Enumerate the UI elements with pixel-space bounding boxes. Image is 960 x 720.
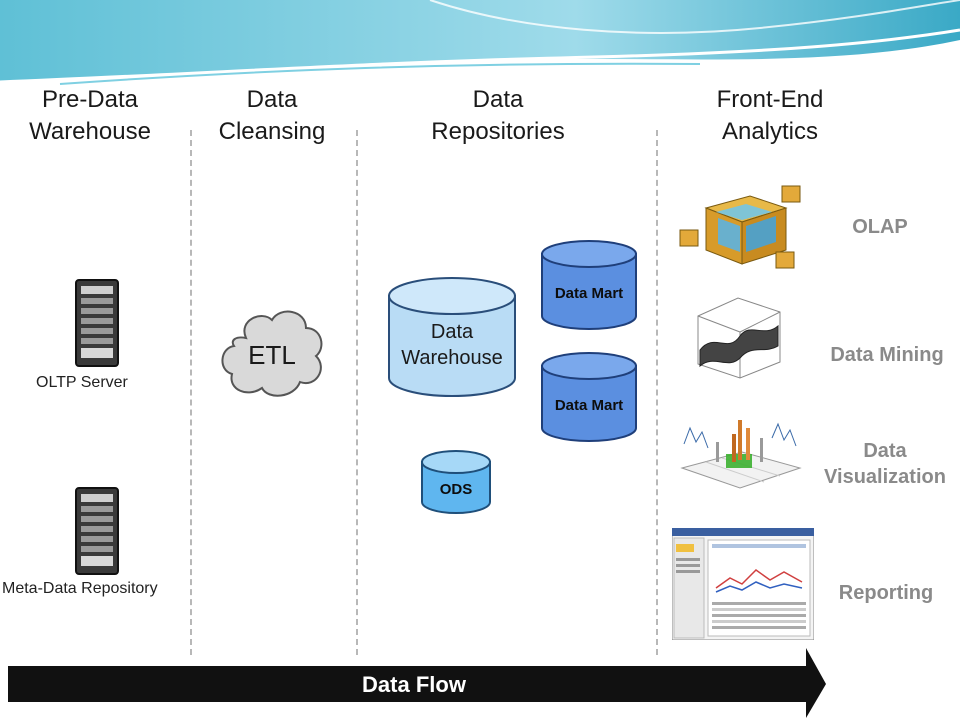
reporting-label: Reporting	[838, 582, 934, 604]
data-mining-label: Data Mining	[830, 344, 944, 366]
ods-label: ODS	[440, 481, 473, 498]
column-divider	[356, 130, 358, 655]
data-flow-arrow: Data Flow	[8, 648, 826, 718]
column-title-pre-data-warehouse: Pre-Data Warehouse	[29, 86, 151, 145]
data-visualization-image	[676, 408, 806, 504]
column-divider	[190, 130, 192, 655]
header-wave-decoration	[0, 0, 960, 85]
etl-label: ETL	[248, 340, 296, 370]
data-mart-label: Data Mart	[555, 285, 623, 302]
data-visualization-label: Data Visualization	[824, 440, 946, 488]
reporting-screenshot-image	[672, 528, 814, 640]
column-title-data-cleansing: Data Cleansing	[218, 86, 326, 145]
column-title-front-end-analytics: Front-End Analytics	[716, 86, 824, 145]
olap-label: OLAP	[852, 216, 908, 238]
data-warehouse-cylinder: Data Warehouse	[388, 277, 516, 397]
column-divider	[656, 130, 658, 655]
olap-cube-image	[676, 178, 804, 278]
data-mart-cylinder: Data Mart	[541, 240, 637, 330]
data-warehouse-label-line1: Data	[431, 321, 474, 343]
column-title-data-repositories: Data Repositories	[431, 86, 565, 145]
data-mart-cylinder: Data Mart	[541, 352, 637, 442]
meta-data-repository-label: Meta-Data Repository	[2, 580, 158, 597]
data-mining-surface-image	[684, 292, 788, 382]
ods-cylinder: ODS	[421, 450, 491, 514]
data-mart-label: Data Mart	[555, 397, 623, 414]
data-flow-label: Data Flow	[362, 672, 467, 697]
server-icon	[75, 487, 119, 575]
server-icon	[75, 279, 119, 367]
oltp-server-label: OLTP Server	[36, 374, 128, 391]
etl-cloud: ETL	[221, 310, 323, 397]
data-warehouse-label-line2: Warehouse	[401, 347, 503, 369]
